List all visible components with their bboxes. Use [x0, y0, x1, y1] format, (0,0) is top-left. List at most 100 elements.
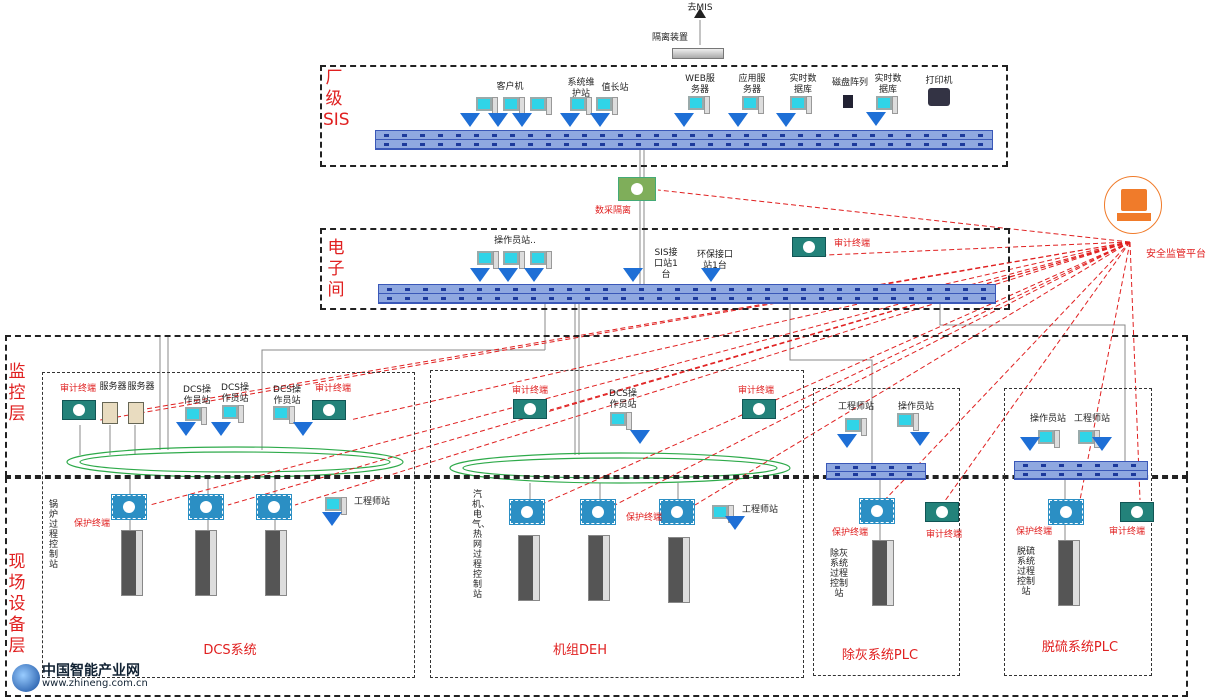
audit-terminal-label: 审计终端 [737, 386, 774, 396]
sis-interface-label: SIS接口站1台 [654, 248, 678, 280]
desulf-switch [1014, 461, 1148, 480]
guard-icon [674, 113, 694, 127]
keyboard-icon [1117, 213, 1151, 221]
controller-cabinet-icon [668, 537, 690, 603]
guard-icon [837, 434, 857, 448]
ash-switch [826, 463, 926, 480]
computer-icon [1038, 430, 1060, 450]
protection-terminal-icon [659, 499, 695, 525]
computer-icon [530, 97, 552, 117]
audit-terminal-label: 审计终端 [833, 239, 870, 249]
control-station-label: 锅炉过程控制站 [48, 500, 58, 570]
server-label: 服务器 [99, 382, 127, 392]
protection-terminal-label: 保护终端 [1015, 527, 1052, 537]
guard-icon [524, 268, 544, 282]
desulf-system-title: 脱硫系统PLC [1041, 640, 1119, 655]
protection-terminal-icon [859, 498, 895, 524]
control-station-label: 汽机、电气、热网过程控制站 [472, 490, 491, 600]
computer-icon [530, 251, 552, 271]
control-station-label: 脱硫系统过程控制站 [1016, 547, 1035, 597]
watermark-logo-icon [12, 664, 40, 692]
audit-terminal-label: 审计终端 [925, 530, 962, 540]
printer-label: 打印机 [925, 76, 953, 86]
dcs-operator-label: DCS操作员站 [221, 383, 249, 404]
guard-icon [460, 113, 480, 127]
engineer-station-label: 工程师站 [837, 402, 874, 412]
guard-icon [728, 113, 748, 127]
protection-terminal-icon [509, 499, 545, 525]
printer-icon [928, 88, 950, 106]
desulf-system-box [1004, 388, 1152, 676]
audit-terminal-icon [925, 502, 959, 522]
field-layer-zone [5, 477, 1188, 697]
computer-icon [712, 505, 734, 525]
controller-cabinet-icon [518, 535, 540, 601]
audit-terminal-label: 审计终端 [59, 384, 96, 394]
rtdb-label: 实时数据库 [789, 74, 817, 95]
maintenance-label: 系统维护站 [567, 78, 595, 99]
sis-zone [320, 65, 1008, 167]
monitor-layer-zone [5, 335, 1188, 477]
protection-terminal-icon [580, 499, 616, 525]
operator-station-label: 操作员站 [1029, 414, 1066, 424]
dcs-system-title: DCS系统 [203, 643, 257, 658]
guard-icon [470, 268, 490, 282]
guard-icon [701, 268, 721, 282]
protection-terminal-label: 保护终端 [625, 513, 662, 523]
audit-terminal-icon [312, 400, 346, 420]
zone-label-field: 现场设备层 [8, 552, 26, 656]
sis-switch [375, 130, 993, 150]
electronic-room-zone [320, 228, 1010, 310]
guard-icon [211, 422, 231, 436]
deh-system-title: 机组DEH [553, 643, 607, 658]
guard-icon [1020, 437, 1040, 451]
arrow-up-icon [694, 8, 706, 18]
disk-array-icon [843, 95, 853, 108]
computer-icon [477, 251, 499, 271]
monitor-icon [1121, 189, 1147, 211]
audit-terminal-label: 审计终端 [1108, 527, 1145, 537]
computer-icon [503, 97, 525, 117]
protection-terminal-icon [1048, 499, 1084, 525]
rtdb-label: 实时数据库 [874, 74, 902, 95]
computer-icon [876, 96, 898, 116]
engineer-station-label: 工程师站 [353, 497, 390, 507]
duty-label: 值长站 [601, 83, 629, 93]
computer-icon [688, 96, 710, 116]
watermark-url: www.zhineng.com.cn [42, 678, 148, 689]
disk-array-label: 磁盘阵列 [831, 78, 868, 88]
computer-icon [742, 96, 764, 116]
web-server-label: WEB服务器 [685, 74, 715, 95]
guard-icon [498, 268, 518, 282]
controller-cabinet-icon [872, 540, 894, 606]
guard-icon [725, 516, 745, 530]
zone-label-electronic: 电子间 [327, 238, 345, 300]
guard-icon [176, 422, 196, 436]
isolation-device-icon [672, 48, 724, 59]
controller-cabinet-icon [121, 530, 143, 596]
guard-icon [293, 422, 313, 436]
controller-cabinet-icon [195, 530, 217, 596]
computer-icon [845, 418, 867, 438]
deh-system-box [430, 370, 804, 678]
computer-icon [790, 96, 812, 116]
to-mis-label: 去MIS [687, 3, 713, 13]
security-platform-node[interactable] [1104, 176, 1162, 234]
guard-icon [488, 113, 508, 127]
audit-terminal-label: 审计终端 [314, 384, 351, 394]
ash-system-box [813, 388, 960, 676]
audit-terminal-icon [792, 237, 826, 257]
guard-icon [560, 113, 580, 127]
computer-icon [325, 497, 347, 517]
guard-icon [866, 112, 886, 126]
guard-icon [623, 268, 643, 282]
server-label: 服务器 [127, 382, 155, 392]
dcs-operator-label: DCS操作员站 [273, 385, 301, 406]
protection-terminal-label: 保护终端 [831, 528, 868, 538]
guard-icon [776, 113, 796, 127]
zone-label-sis: 厂级SIS [323, 68, 350, 130]
operator-station-label: 操作员站.. [494, 236, 536, 246]
audit-terminal-icon [62, 400, 96, 420]
controller-cabinet-icon [265, 530, 287, 596]
electronic-switch [378, 284, 996, 304]
